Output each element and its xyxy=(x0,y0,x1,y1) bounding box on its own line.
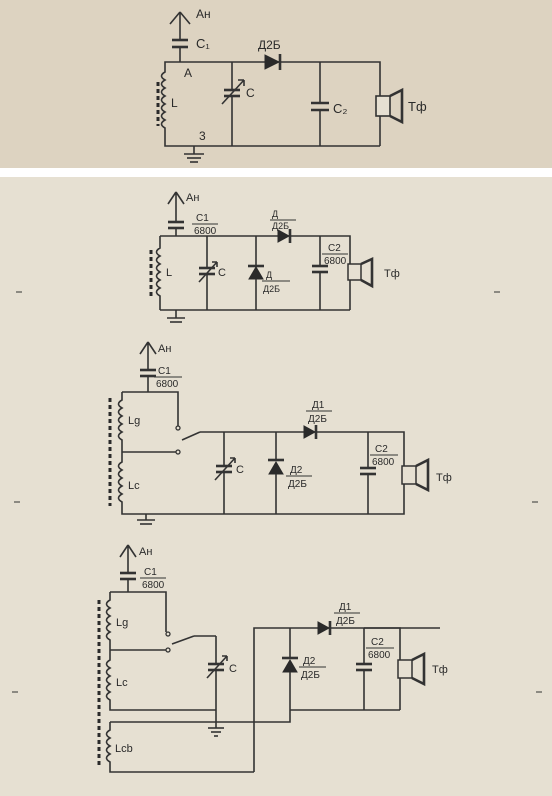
c2-value: 6800 xyxy=(368,650,391,661)
diode-b-type: Д2Б xyxy=(263,284,280,294)
diode-1-label: Д1 xyxy=(339,602,352,613)
node-a-label: A xyxy=(184,66,192,80)
c1-value: 6800 xyxy=(142,580,165,591)
c2-label: C₂ xyxy=(333,101,347,116)
schematic-4: Ан C1 6800 Lg Lc Lcb xyxy=(97,544,448,773)
schematic-1: Ан C₁ A L 3 C xyxy=(156,7,427,163)
c2-value: 6800 xyxy=(372,457,395,468)
phones-label: Тф xyxy=(384,268,400,280)
c1-label: C₁ xyxy=(196,36,210,51)
panel-separator xyxy=(0,168,552,177)
diode-2-icon xyxy=(268,432,284,514)
ground-icon xyxy=(184,146,204,163)
c2-label: C2 xyxy=(371,637,384,648)
coil-label: L xyxy=(171,96,178,110)
diode-a-icon xyxy=(277,229,292,243)
antenna-icon xyxy=(119,544,137,573)
coil-bottom-icon xyxy=(117,452,368,515)
diode-1-type: Д2Б xyxy=(336,616,355,627)
headphones-icon xyxy=(347,256,374,310)
band-switch xyxy=(165,631,216,653)
diode-1-label: Д1 xyxy=(312,400,325,411)
c2-capacitor xyxy=(312,236,328,310)
antenna-icon xyxy=(169,11,191,40)
c2-capacitor xyxy=(360,432,376,514)
diode-a-label: Д xyxy=(272,209,278,219)
tuning-capacitor xyxy=(206,636,228,728)
diode-b-label: Д xyxy=(266,270,272,280)
c2-label: C2 xyxy=(328,243,341,254)
antenna-icon xyxy=(139,341,157,370)
tuning-capacitor xyxy=(221,62,245,146)
c1-label: C1 xyxy=(158,366,171,377)
schematic-1-background xyxy=(0,0,552,168)
c2-label: C2 xyxy=(375,444,388,455)
tuning-cap-label: C xyxy=(246,86,255,100)
c1-capacitor xyxy=(168,220,184,236)
scan-marks xyxy=(12,291,542,693)
c1-capacitor xyxy=(120,571,136,592)
coil-top-icon xyxy=(117,392,124,452)
tuning-capacitor xyxy=(214,432,236,514)
antenna-label: Ан xyxy=(186,192,199,204)
c1-label: C1 xyxy=(144,567,157,578)
antenna-label: Ан xyxy=(196,7,211,21)
headphones-icon xyxy=(375,87,404,146)
diode-2-type: Д2Б xyxy=(301,670,320,681)
coil-icon xyxy=(149,236,162,310)
phones-label: Тф xyxy=(432,664,448,676)
c1-value: 6800 xyxy=(156,379,179,390)
diode-1-icon xyxy=(317,621,332,635)
c2-capacitor xyxy=(356,628,372,710)
coil-top-icon xyxy=(105,592,112,650)
c1-capacitor xyxy=(172,38,188,62)
diode-b-icon xyxy=(248,236,264,310)
diode-1-icon xyxy=(303,425,318,439)
coil-icon xyxy=(156,61,182,147)
antenna-label: Ан xyxy=(158,343,171,355)
coil-top-label: Lg xyxy=(116,617,128,629)
c1-label: C1 xyxy=(196,213,209,224)
diode-a-type: Д2Б xyxy=(272,221,289,231)
diode-icon xyxy=(264,54,282,70)
diode-1-type: Д2Б xyxy=(308,414,327,425)
diode-2-label: Д2 xyxy=(303,656,316,667)
tuning-capacitor xyxy=(198,236,218,310)
phones-label: Тф xyxy=(436,472,452,484)
coil-top-label: Lg xyxy=(128,415,140,427)
diode-label: Д2Б xyxy=(258,38,281,52)
c1-value: 6800 xyxy=(194,226,217,237)
phones-label: Тф xyxy=(408,99,427,114)
ground-icon xyxy=(167,310,185,323)
headphones-icon xyxy=(368,457,430,515)
diode-2-type: Д2Б xyxy=(288,479,307,490)
coil-bottom-label: Lc xyxy=(128,480,140,492)
antenna-label: Ан xyxy=(139,546,152,558)
ground-icon xyxy=(208,727,224,737)
schematic-2: Ан C1 6800 L C xyxy=(149,191,400,323)
c2-value: 6800 xyxy=(324,256,347,267)
coil-mid-label: Lc xyxy=(116,677,128,689)
coil-bottom-label: Lcb xyxy=(115,743,133,755)
tuning-cap-label: C xyxy=(229,663,237,675)
coil-mid-icon xyxy=(105,650,216,711)
schematic-3: Ан C1 6800 Lg Lc xyxy=(108,341,452,525)
tuning-cap-label: C xyxy=(218,267,226,279)
coil-bottom-icon xyxy=(105,721,254,773)
tuning-cap-label: C xyxy=(236,464,244,476)
coil-label: L xyxy=(166,267,172,279)
headphones-icon xyxy=(397,651,426,710)
c2-capacitor xyxy=(311,62,329,146)
diode-2-label: Д2 xyxy=(290,465,303,476)
c1-capacitor xyxy=(140,368,156,392)
node-3-label: 3 xyxy=(199,129,206,143)
antenna-icon xyxy=(167,191,185,222)
band-switch xyxy=(175,425,368,455)
ground-icon xyxy=(137,514,155,525)
diode-2-icon xyxy=(282,628,298,710)
